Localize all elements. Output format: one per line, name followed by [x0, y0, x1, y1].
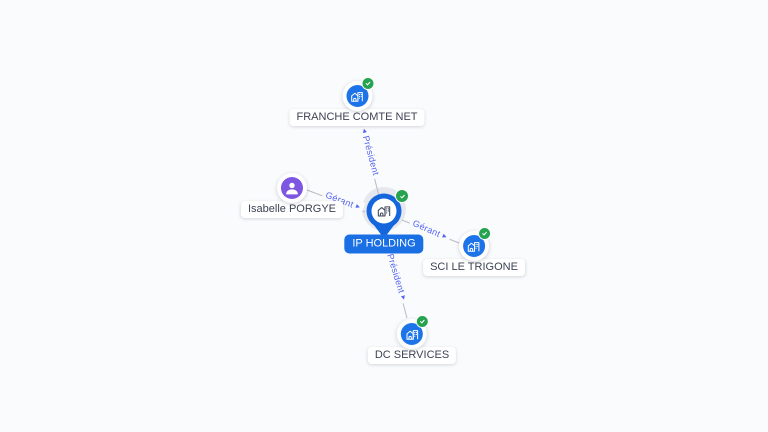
building-icon [468, 241, 480, 252]
company-node-circle[interactable] [397, 319, 427, 349]
verified-check-icon [416, 315, 429, 328]
node-label[interactable]: DC SERVICES [367, 347, 457, 364]
building-icon [406, 329, 418, 340]
node-franche-comte-net[interactable]: FRANCHE COMTE NET [289, 77, 425, 126]
building-icon [351, 91, 363, 102]
person-icon [286, 182, 298, 195]
person-node-circle[interactable] [276, 173, 307, 203]
node-label[interactable]: Isabelle PORGYE [240, 201, 344, 218]
map-pin-icon [366, 193, 402, 239]
node-label[interactable]: FRANCHE COMTE NET [289, 109, 425, 126]
node-label[interactable]: SCI LE TRIGONE [423, 259, 525, 276]
central-pin[interactable] [362, 192, 406, 240]
node-sci-le-trigone[interactable]: SCI LE TRIGONE [423, 227, 525, 276]
edge-line-president-dc [388, 250, 408, 319]
node-dc-services[interactable]: DC SERVICES [367, 315, 457, 364]
node-isabelle-porgye[interactable]: Isabelle PORGYE [240, 173, 344, 218]
verified-check-icon [477, 227, 491, 240]
verified-check-icon [361, 77, 374, 90]
central-node-label[interactable]: IP HOLDING [344, 234, 424, 254]
